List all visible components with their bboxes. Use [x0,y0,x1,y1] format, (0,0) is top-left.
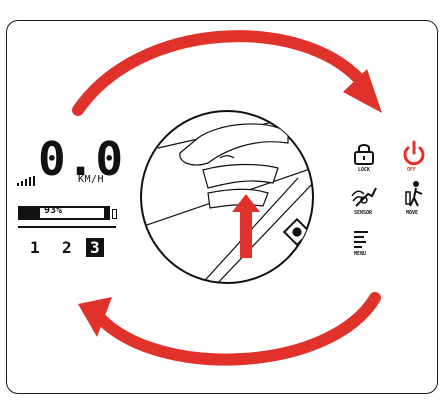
move-label: MOVE [406,210,418,216]
battery-percent: 93% [44,205,62,216]
assist-level-1[interactable]: 1 [30,238,40,257]
signal-bars-icon [17,176,39,186]
battery-tip [112,209,117,219]
off-label: OFF [407,167,416,173]
level-rule [18,226,116,228]
power-icon[interactable] [402,140,426,166]
battery-indicator: 93% [18,206,110,220]
assist-level-2[interactable]: 2 [62,238,72,257]
rotate-arrow-bottom [100,298,375,360]
move-icon[interactable] [402,180,426,208]
assist-level-3[interactable]: 3 [86,238,104,257]
speed-unit: KM/H [78,174,104,185]
rotate-arrow-top [78,36,360,110]
menu-icon[interactable] [352,230,374,250]
sensor-label: SENSOR [354,210,372,216]
sensor-icon[interactable] [350,182,378,208]
menu-label: MENU [354,251,366,257]
lock-icon[interactable] [351,142,377,166]
lock-label: LOCK [358,167,370,173]
hand-illustration [138,108,318,288]
